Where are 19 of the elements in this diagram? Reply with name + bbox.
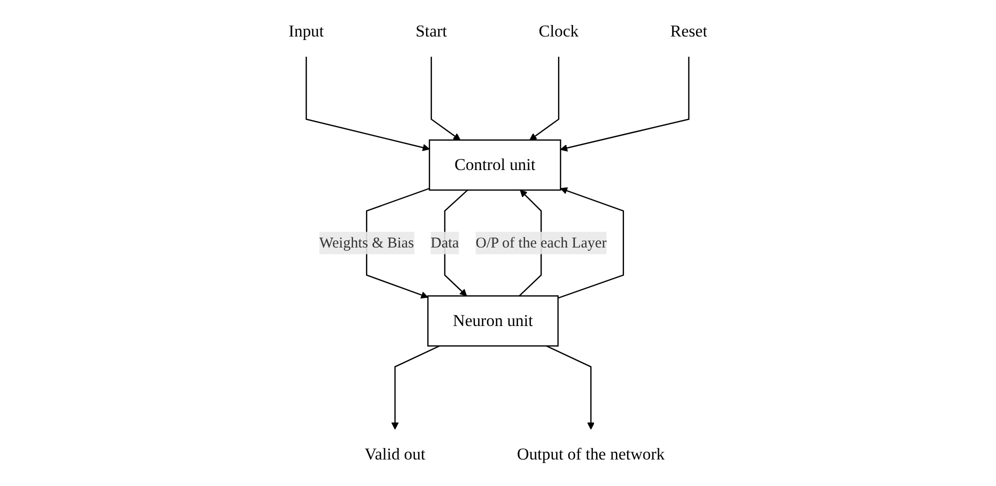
node-text: Start	[416, 22, 448, 41]
arrow	[306, 56, 430, 152]
arrow	[430, 56, 461, 140]
edge-label: Data	[430, 234, 459, 251]
node-text: Output of the network	[517, 445, 665, 464]
node-text: Clock	[538, 22, 579, 41]
edge-label: Weights & Bias	[319, 234, 414, 251]
arrow	[558, 187, 624, 299]
edge-label: O/P of the each Layer	[476, 234, 607, 251]
arrow	[546, 345, 595, 430]
arrow	[529, 56, 560, 140]
node-text: Input	[288, 22, 324, 41]
node-text: Valid out	[364, 445, 426, 464]
arrow	[391, 345, 440, 430]
node-box: Neuron unit	[427, 295, 559, 347]
node-text: Reset	[670, 22, 708, 41]
arrow	[560, 56, 690, 152]
node-box: Control unit	[428, 139, 562, 191]
arrow	[366, 188, 430, 299]
